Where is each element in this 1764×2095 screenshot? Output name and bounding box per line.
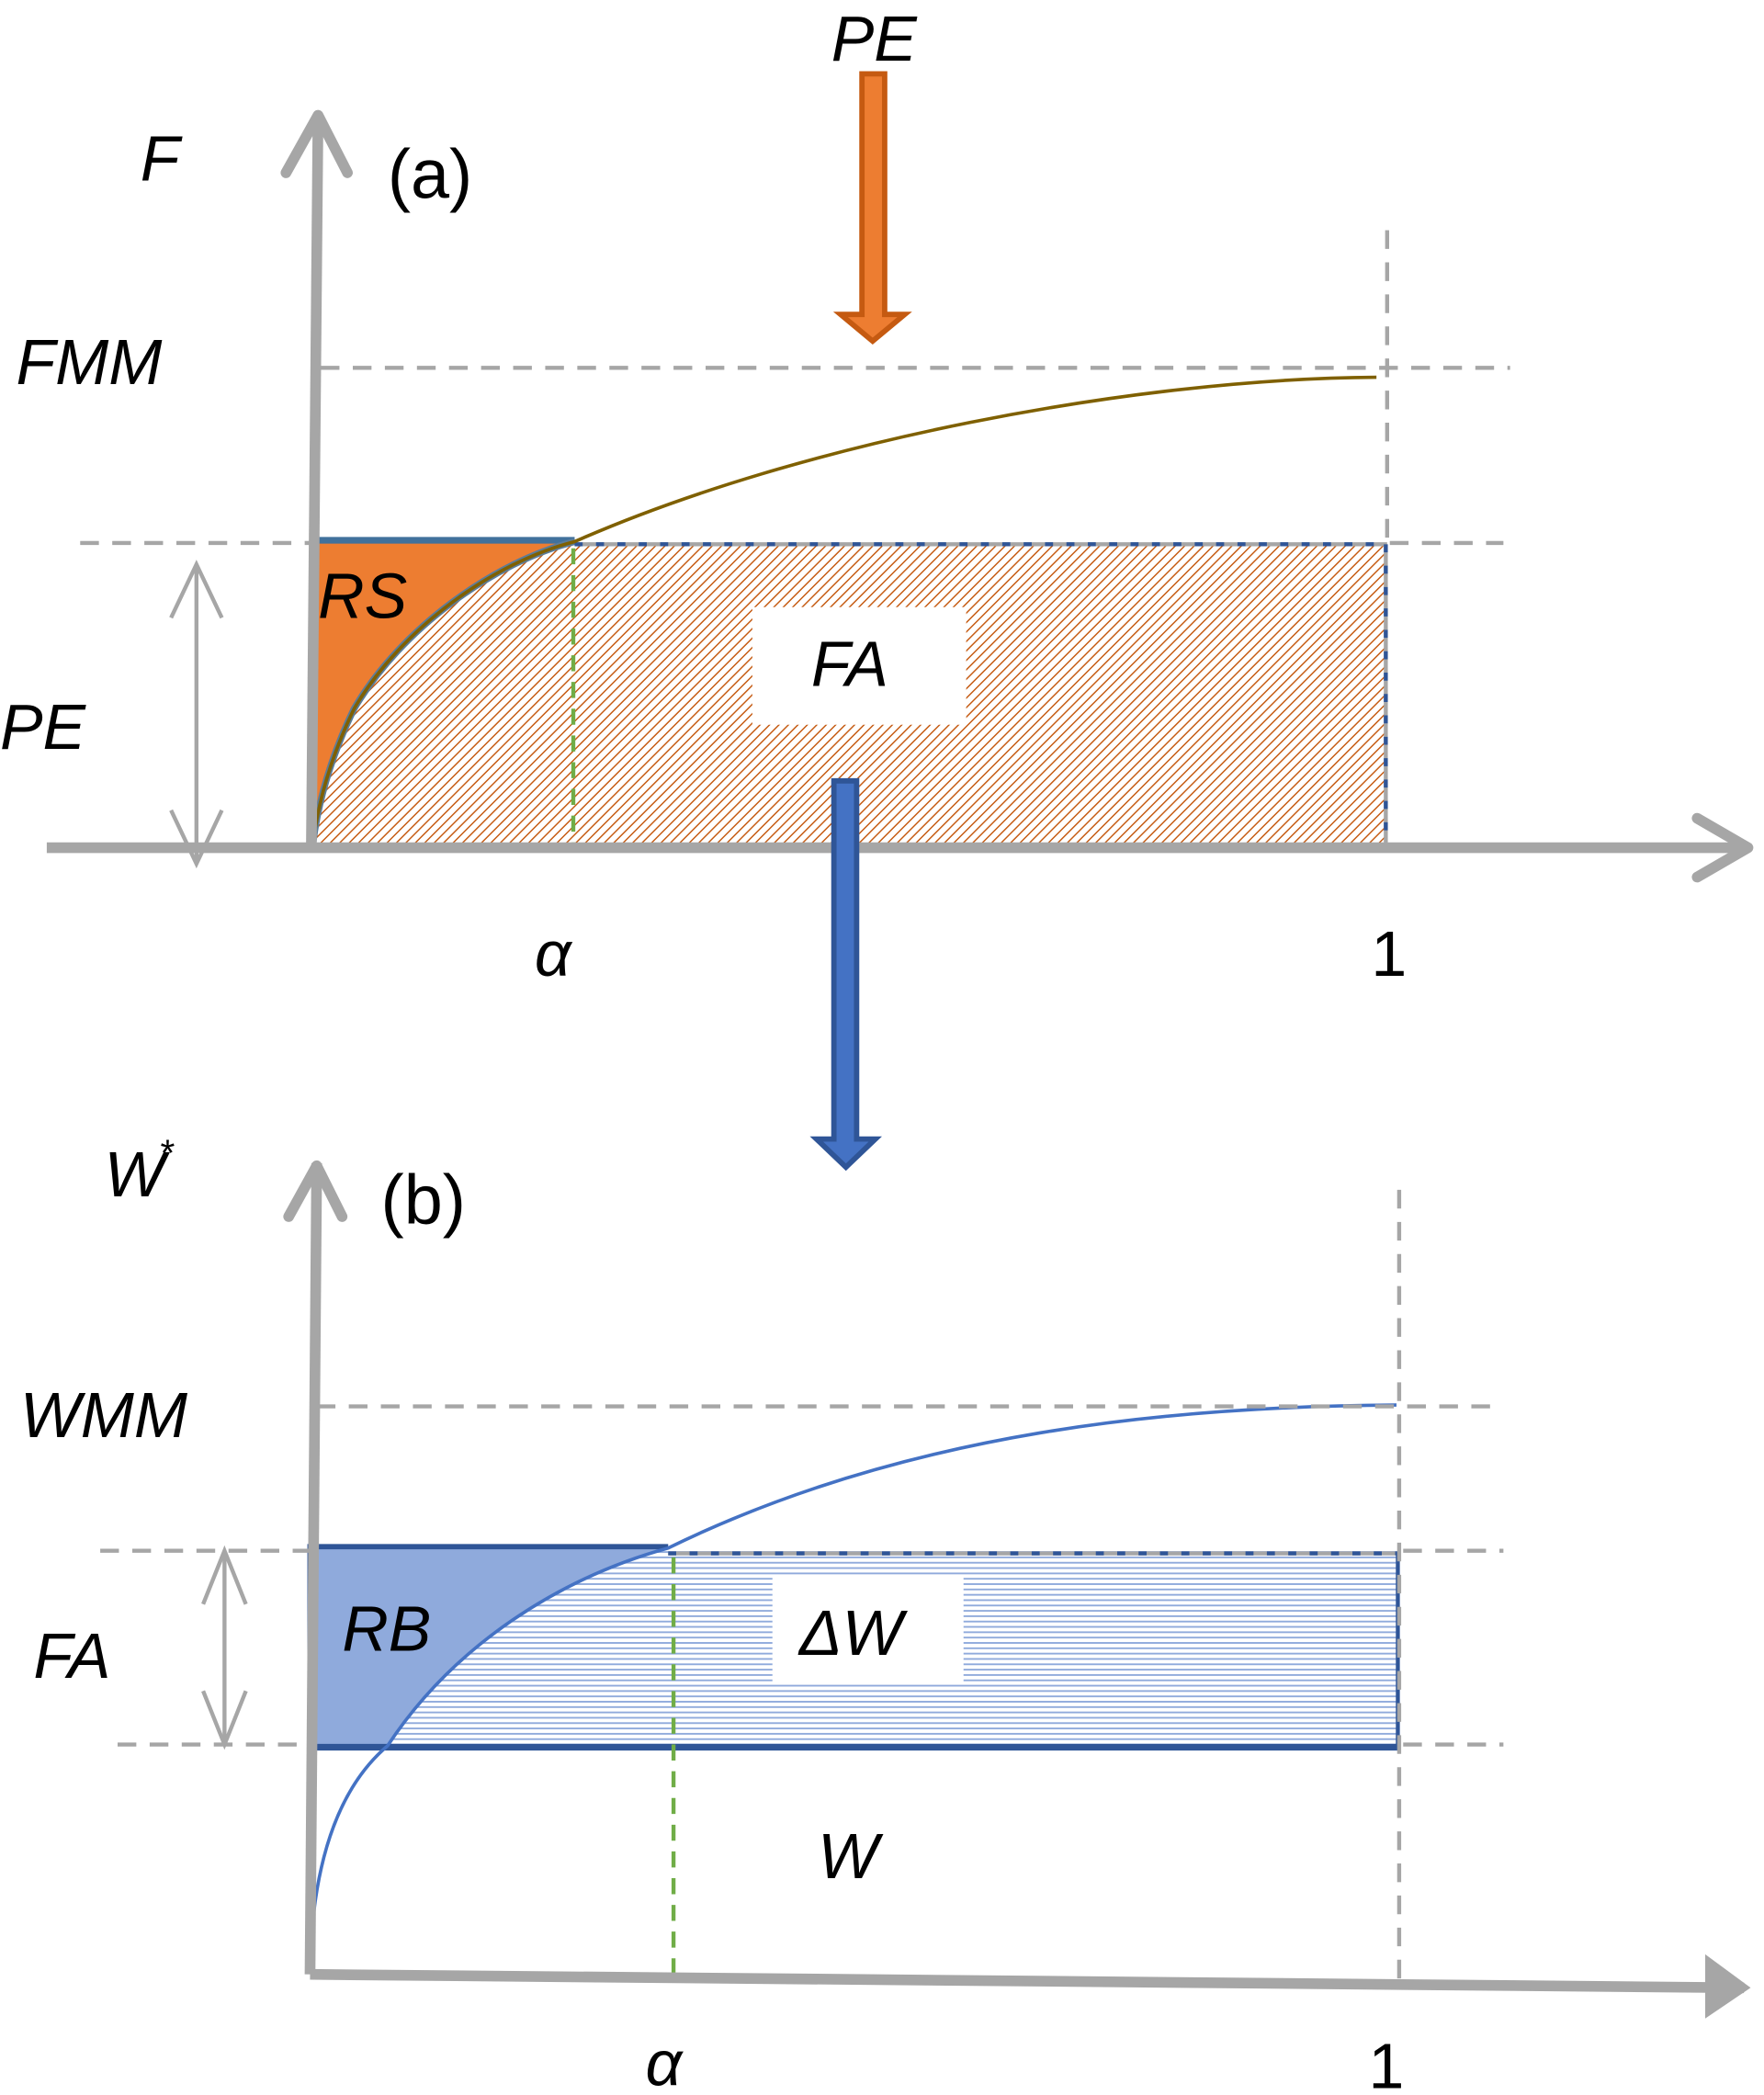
pe-arrow-label: PE [831, 3, 919, 74]
panel-b: (b) W * WMM FA RB ΔW W α 1 [20, 1132, 1751, 2095]
x-axis-b-arrowhead [1705, 1953, 1751, 2019]
panel-a: (a) F PE FMM PE RS FA α 1 [0, 3, 1754, 990]
dw-label: ΔW [797, 1597, 909, 1669]
x-tick-alpha-b: α [646, 2027, 684, 2095]
y-axis-b [304, 1162, 322, 1975]
fa-label: FA [811, 628, 888, 700]
w-label: W [818, 1820, 884, 1892]
x-tick-alpha-a: α [535, 918, 573, 990]
fa-span-arrow-head-bottom [201, 1690, 248, 1750]
fmm-label: FMM [16, 326, 163, 398]
pe-span-arrow-head-top [169, 560, 224, 619]
pe-input-arrow [832, 71, 912, 345]
rs-label: RS [318, 560, 407, 631]
x-tick-one-a: 1 [1371, 918, 1407, 990]
pe-span-arrow-head-bottom [169, 809, 224, 869]
y-axis-a-label: F [141, 123, 183, 195]
curve-a [311, 375, 1377, 845]
rb-label: RB [342, 1593, 431, 1665]
x-axis-b [310, 1968, 1745, 1994]
y-axis-b-arrowhead [283, 1160, 348, 1222]
x-tick-one-b: 1 [1368, 2030, 1404, 2095]
fa-label-b: FA [33, 1620, 110, 1692]
panel-a-label: (a) [388, 137, 472, 214]
panel-b-label: (b) [381, 1161, 466, 1239]
x-axis-a-arrowhead [1691, 812, 1754, 883]
rb-region [310, 1547, 669, 1746]
fa-span-arrow-head-top [201, 1545, 248, 1605]
y-axis-b-superscript: * [161, 1132, 175, 1174]
fa-label-box [752, 606, 967, 725]
y-axis-a [306, 113, 323, 847]
rs-region [312, 541, 575, 845]
fa-transfer-arrow [809, 777, 882, 1172]
pe-label: PE [0, 691, 87, 763]
dw-label-box [772, 1577, 964, 1682]
y-axis-a-arrowhead [280, 109, 353, 178]
y-axis-b-label: W [104, 1138, 170, 1210]
wmm-label: WMM [20, 1379, 188, 1451]
curve-b [308, 1403, 1397, 1965]
